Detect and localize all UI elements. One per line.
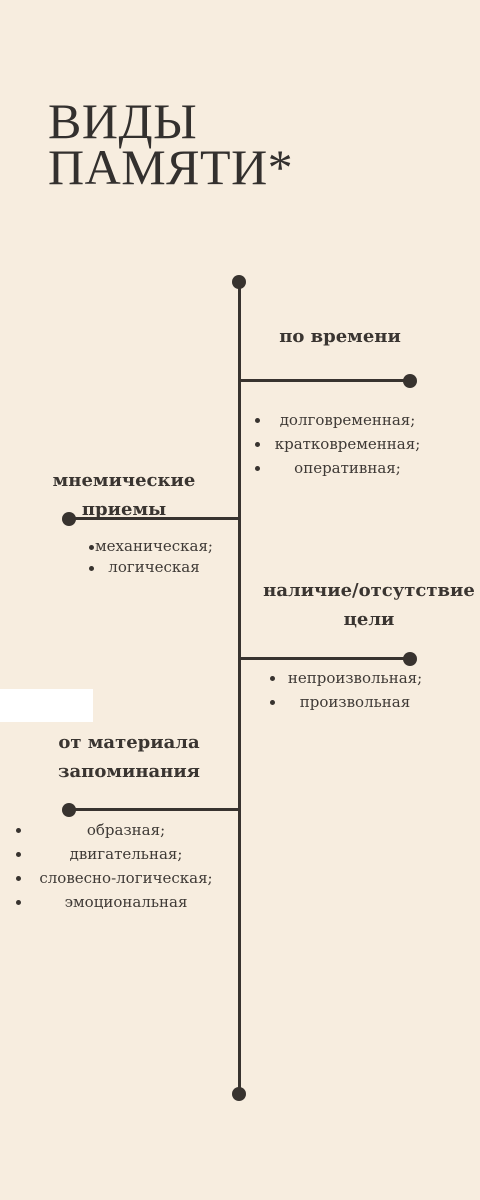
bullet-icon: [89, 565, 94, 571]
bullet-icon: [270, 700, 275, 705]
branch-list-goal: непроизвольная; произвольная: [270, 666, 440, 714]
list-item: механическая;: [89, 536, 219, 557]
bullet-icon: [255, 442, 260, 447]
bullet-icon: [255, 466, 260, 471]
branch-heading-time: по времени: [279, 326, 401, 347]
list-item: долговременная;: [255, 408, 440, 432]
list-item: двигательная;: [16, 842, 236, 866]
branch-dot-goal: [403, 652, 417, 666]
bullet-icon: [255, 418, 260, 423]
list-item: произвольная: [270, 690, 440, 714]
timeline-axis: [238, 282, 241, 1094]
page-title: ВИДЫ ПАМЯТИ*: [48, 93, 294, 195]
branch-line-mnemonic: [68, 517, 240, 520]
bullet-icon: [270, 676, 275, 681]
branch-line-material: [68, 808, 240, 811]
list-item: логическая: [89, 557, 219, 578]
bullet-icon: [16, 828, 21, 833]
branch-line-goal: [240, 657, 410, 660]
list-item: словесно-логическая;: [16, 866, 236, 890]
branch-heading-goal: наличие/отсутствие цели: [263, 580, 475, 630]
branch-list-material: образная; двигательная; словесно-логичес…: [16, 818, 236, 914]
list-item: образная;: [16, 818, 236, 842]
list-item: непроизвольная;: [270, 666, 440, 690]
timeline-end-dot: [232, 1087, 246, 1101]
timeline-start-dot: [232, 275, 246, 289]
branch-heading-mnemonic: мнемические приемы: [52, 470, 196, 520]
branch-dot-material: [62, 803, 76, 817]
branch-heading-material: от материала запоминания: [58, 732, 200, 782]
branch-dot-time: [403, 374, 417, 388]
title-line-1: ВИДЫ: [48, 93, 198, 149]
bullet-icon: [89, 544, 94, 550]
branch-list-time: долговременная; кратковременная; операти…: [255, 408, 440, 480]
branch-dot-mnemonic: [62, 512, 76, 526]
bullet-icon: [16, 900, 21, 905]
branch-list-mnemonic: механическая; логическая: [89, 536, 219, 578]
list-item: оперативная;: [255, 456, 440, 480]
white-patch: [0, 689, 93, 722]
bullet-icon: [16, 876, 21, 881]
title-line-2: ПАМЯТИ*: [48, 139, 294, 195]
list-item: кратковременная;: [255, 432, 440, 456]
branch-line-time: [240, 379, 410, 382]
list-item: эмоциональная: [16, 890, 236, 914]
bullet-icon: [16, 852, 21, 857]
